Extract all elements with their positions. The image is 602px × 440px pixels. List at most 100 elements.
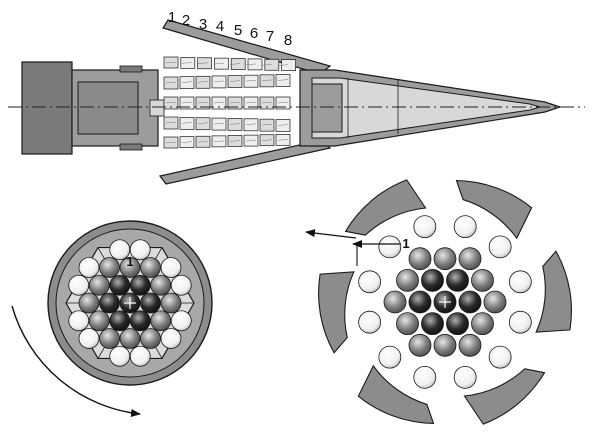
dispersal-ball-label: 1 [402,236,409,251]
rear-inner-block [77,81,139,135]
front-ball [140,257,161,278]
dispersal-view: 1 [305,179,572,425]
sub-projectile [230,58,246,70]
sub-projectile [259,74,275,88]
sub-projectile-detail [277,79,289,81]
dispersal-ball [421,312,444,336]
sub-projectile-detail [277,101,289,104]
dispersal-ball [488,345,512,369]
sub-projectile [259,96,275,110]
dispersal-petal [344,179,427,236]
sub-projectile [243,74,259,88]
front-ball [99,328,120,349]
front-ball [109,274,131,296]
dispersal-ball [396,312,419,336]
ring-number: 6 [250,25,258,42]
front-ball [150,274,172,296]
sub-projectile-detail [181,122,193,124]
dispersal-ball [458,333,482,357]
sub-projectile [243,96,259,110]
sub-projectile-detail [277,124,289,126]
sub-projectile [227,75,243,88]
sub-projectile [259,118,275,132]
front-ball [170,310,192,332]
dispersal-petals [318,179,572,425]
sub-projectile-grid [163,56,296,149]
sub-projectile [195,117,211,131]
sub-projectile-detail [165,141,177,144]
sub-projectile-detail [229,101,241,104]
front-view: 1 [11,220,213,417]
ring-number: 4 [216,18,224,35]
body-notch-bottom [119,143,143,151]
sub-projectile [163,116,179,130]
sub-projectile-detail [245,63,257,66]
sub-projectile [211,75,227,89]
front-ball [78,328,100,349]
sub-projectile-detail [181,141,193,143]
front-ball [119,257,141,278]
front-ball-cluster [68,239,192,367]
front-ball [170,274,192,296]
front-ball [109,310,131,332]
dispersal-ball [378,235,402,259]
sub-projectile-detail [213,62,225,65]
nose-inner-chamber [311,83,343,133]
front-ball [78,257,100,278]
dispersal-ball [471,312,494,336]
sub-projectile [195,96,211,110]
sub-projectile-detail [277,139,289,141]
front-ball [129,345,151,367]
sub-projectile-detail [213,122,225,125]
dispersal-petal [535,250,572,333]
ring-number: 7 [266,28,274,45]
sub-projectile [195,75,211,89]
dispersal-petal [463,368,546,425]
sub-projectile-detail [245,139,257,142]
sub-projectile-detail [261,79,273,82]
front-ball [119,328,141,349]
sub-projectile-detail [181,101,193,104]
sub-projectile [227,118,243,131]
front-ball [68,274,90,296]
sub-projectile-detail [213,140,225,143]
dispersal-ball [508,270,532,294]
front-ball [78,292,100,314]
dispersal-ball [483,290,507,314]
sub-projectile-detail [165,101,177,104]
dispersal-ball [413,365,437,389]
front-ball-label: 1 [126,254,133,269]
nose-cone-inner [311,77,542,139]
front-ball [160,257,182,278]
ring-number: 1 [168,9,176,26]
front-ball [129,310,151,332]
ring-number: 5 [234,22,242,39]
dispersal-ball [413,215,437,239]
dispersal-ball [446,268,469,292]
dispersal-ball [421,268,444,292]
dispersal-ball [408,247,432,271]
dispersal-ball [488,235,512,259]
dispersal-ball [453,365,477,389]
front-ball [99,257,120,278]
sub-projectile-detail [165,121,177,124]
sub-projectile [179,96,195,110]
dispersal-petal [318,271,355,354]
sub-projectile-detail [261,139,273,141]
front-ball [129,274,151,296]
sub-projectile [247,58,263,71]
sub-projectile [275,119,291,132]
sub-projectile-detail [213,80,225,83]
front-ball [129,239,151,261]
dispersal-ball [378,345,402,369]
ring-number: 8 [284,32,292,49]
sub-projectile-detail [229,63,241,65]
sub-projectile-detail [197,81,209,83]
dispersal-ball [433,247,457,271]
sub-projectile [211,117,227,131]
front-ball [68,310,90,332]
front-ball [109,345,131,367]
rear-base [21,61,73,155]
front-ball [150,310,172,332]
